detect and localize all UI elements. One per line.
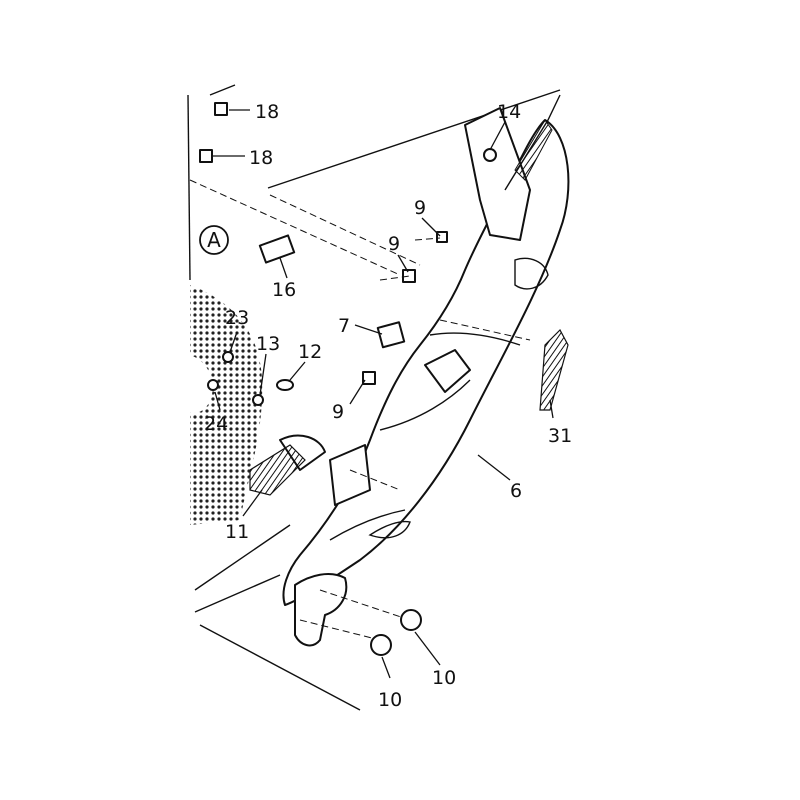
grommet-23 [222, 351, 234, 363]
callout-6: 6 [510, 480, 522, 502]
hatched-trim [249, 119, 569, 496]
callout-12: 12 [298, 341, 322, 363]
leader-lines [213, 109, 554, 679]
callout-11: 11 [225, 521, 249, 543]
callout-9-middle: 9 [388, 233, 400, 255]
grommet-10a [400, 609, 422, 631]
callout-18-top: 18 [255, 101, 279, 123]
callout-9-bottom: 9 [332, 401, 344, 423]
nut-9a [436, 231, 448, 243]
view-marker-label: A [207, 228, 221, 252]
shaded-area [190, 285, 263, 525]
clip-24 [207, 379, 219, 391]
callout-16: 16 [272, 279, 296, 301]
callout-labels: 18 18 14 9 9 16 7 23 13 12 9 24 11 31 6 … [204, 101, 572, 711]
callout-18-bottom: 18 [249, 147, 273, 169]
callout-9-top: 9 [414, 197, 426, 219]
callout-7: 7 [338, 315, 350, 337]
screw-12 [276, 379, 294, 391]
callout-14: 14 [497, 101, 521, 123]
callout-10-right: 10 [432, 667, 456, 689]
clip-16 [258, 234, 296, 264]
nut-9b [402, 269, 416, 283]
clip-18a [214, 102, 228, 116]
callout-23: 23 [225, 307, 249, 329]
pad-7 [376, 321, 406, 349]
callout-24: 24 [204, 413, 228, 435]
callout-31: 31 [548, 425, 572, 447]
view-marker-circle [199, 225, 229, 255]
callout-10-left: 10 [378, 689, 402, 711]
washer-13 [252, 394, 264, 406]
callout-13: 13 [256, 333, 280, 355]
side-cover-part [279, 119, 570, 647]
clip-18b [199, 149, 213, 163]
view-marker-a: A [199, 225, 229, 255]
nut-9c [362, 371, 376, 385]
reference-lines [187, 84, 561, 711]
fasteners [199, 102, 448, 656]
grommet-10b [370, 634, 392, 656]
